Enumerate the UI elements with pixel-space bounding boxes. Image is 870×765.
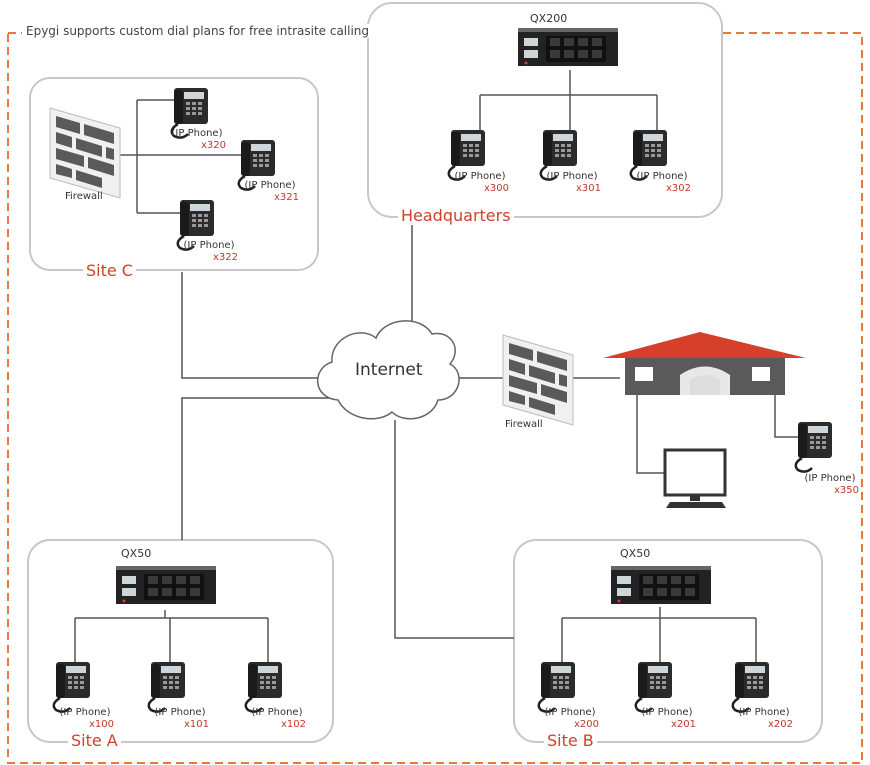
computer-icon [663,448,727,508]
phone-x320-label: (IP Phone)x320 [171,128,226,151]
site-b-qx50-device [611,566,711,604]
site-c-label: Site C [83,262,136,280]
hq-qx200-device [518,28,618,66]
outer-boundary [7,32,863,764]
home-firewall-label: Firewall [505,419,543,430]
phone-x302-label: (IP Phone)x302 [636,171,691,194]
diagram-caption: Epygi supports custom dial plans for fre… [22,24,374,38]
site-a-label: Site A [68,732,121,750]
site-a-qx50-device [116,566,216,604]
phone-x322-label: (IP Phone)x322 [183,240,238,263]
phone-x101-label: (IP Phone)x101 [154,707,209,730]
phone-x300-label: (IP Phone)x300 [454,171,509,194]
site-b-device-label: QX50 [620,547,651,560]
home-firewall-icon [502,334,574,426]
phone-x321-label: (IP Phone)x321 [244,180,299,203]
site-c-firewall-label: Firewall [65,191,103,202]
phone-x301-label: (IP Phone)x301 [546,171,601,194]
phone-x102-label: (IP Phone)x102 [251,707,306,730]
phone-x350-icon [794,420,834,473]
phone-x200-label: (IP Phone)x200 [544,707,599,730]
phone-x100-label: (IP Phone)x100 [59,707,114,730]
phone-x201-label: (IP Phone)x201 [641,707,696,730]
phone-x350-label: (IP Phone)x350 [804,473,859,496]
hq-label: Headquarters [398,207,514,225]
site-b-label: Site B [544,732,597,750]
internet-cloud [316,320,460,420]
internet-label: Internet [355,360,423,380]
hq-device-label: QX200 [530,12,568,25]
phone-x202-label: (IP Phone)x202 [738,707,793,730]
home-office-icon [603,332,806,395]
connection-lines [74,70,800,662]
site-a-device-label: QX50 [121,547,152,560]
